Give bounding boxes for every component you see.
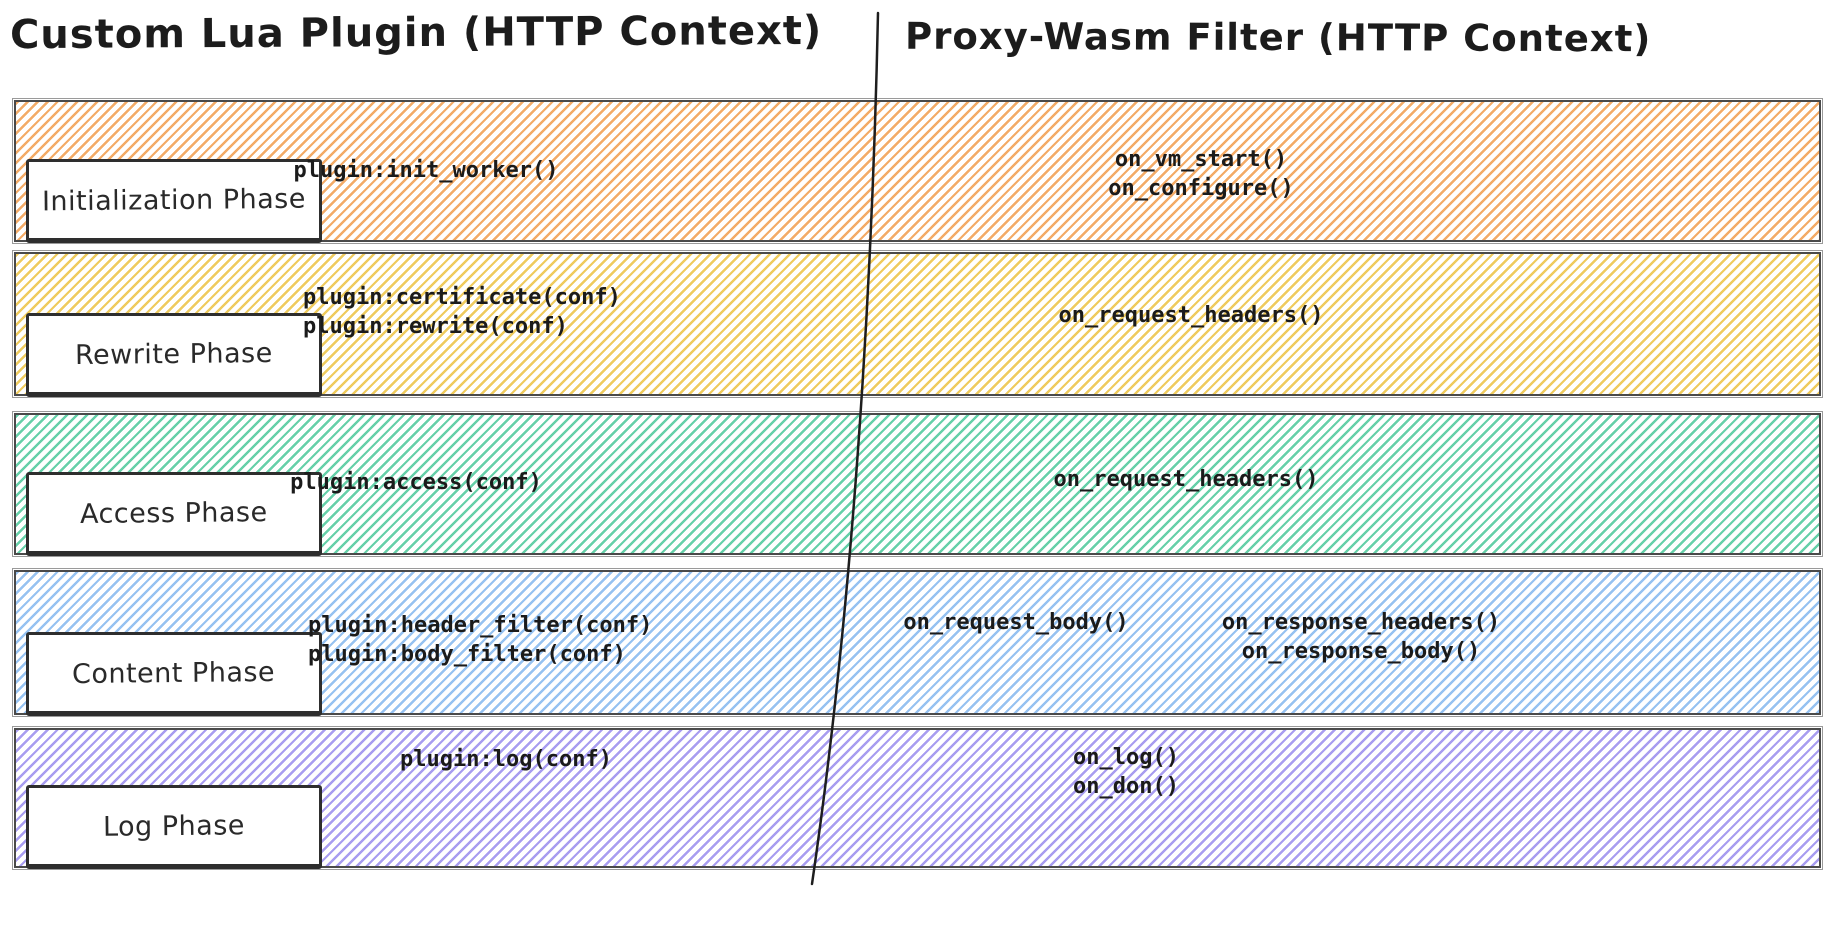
phase-band-rewrite: Rewrite Phase plugin:certificate(conf) p…	[12, 250, 1823, 398]
phase-label: Access Phase	[80, 496, 268, 530]
phase-label-box: Content Phase	[26, 632, 322, 716]
lua-callbacks: plugin:access(conf)	[290, 468, 542, 497]
code-line: on_request_headers()	[1058, 303, 1324, 328]
wasm-callbacks: on_request_headers()	[1059, 301, 1324, 330]
code-line: on_vm_start()	[1114, 147, 1288, 172]
lua-callbacks: plugin:header_filter(conf) plugin:body_f…	[308, 611, 652, 669]
wasm-callbacks: on_request_body()	[903, 608, 1128, 637]
left-column-title: Custom Lua Plugin (HTTP Context)	[9, 7, 823, 59]
phase-band-content: Content Phase plugin:header_filter(conf)…	[12, 568, 1823, 717]
wasm-callbacks-response: on_response_headers() on_response_body()	[1222, 608, 1500, 666]
code-line: on_response_headers()	[1221, 610, 1501, 635]
lua-callbacks: plugin:init_worker()	[294, 156, 559, 185]
code-line: plugin:init_worker()	[293, 158, 559, 183]
phase-label-box: Rewrite Phase	[26, 313, 322, 397]
code-line: on_request_headers()	[1053, 467, 1319, 492]
phase-label-box: Initialization Phase	[26, 159, 322, 243]
code-line: on_configure()	[1108, 176, 1294, 201]
wasm-callbacks: on_request_headers()	[1054, 465, 1319, 494]
phase-band-access: Access Phase plugin:access(conf) on_requ…	[12, 411, 1823, 557]
code-line: plugin:certificate(conf)	[303, 285, 621, 310]
code-line: on_don()	[1073, 774, 1179, 799]
phase-label: Content Phase	[72, 656, 276, 690]
lua-callbacks: plugin:certificate(conf) plugin:rewrite(…	[303, 283, 621, 341]
wasm-callbacks: on_vm_start() on_configure()	[1108, 145, 1293, 203]
code-line: on_log()	[1073, 745, 1179, 770]
code-line: plugin:body_filter(conf)	[308, 642, 626, 667]
code-line: plugin:rewrite(conf)	[303, 314, 568, 339]
lua-callbacks: plugin:log(conf)	[400, 745, 612, 774]
code-line: on_request_body()	[903, 610, 1129, 635]
phase-band-initialization: Initialization Phase plugin:init_worker(…	[12, 98, 1823, 244]
right-column-title: Proxy-Wasm Filter (HTTP Context)	[904, 14, 1652, 61]
phase-label: Log Phase	[102, 809, 246, 843]
phase-label-box: Log Phase	[26, 785, 322, 869]
phase-label: Initialization Phase	[41, 183, 307, 217]
code-line: on_response_body()	[1241, 639, 1481, 664]
code-line: plugin:log(conf)	[400, 747, 612, 772]
code-line: plugin:header_filter(conf)	[308, 613, 653, 638]
phase-label-box: Access Phase	[26, 472, 322, 556]
phase-label: Rewrite Phase	[74, 337, 274, 371]
wasm-callbacks: on_log() on_don()	[1073, 743, 1179, 801]
code-line: plugin:access(conf)	[290, 470, 542, 495]
phase-band-log: Log Phase plugin:log(conf) on_log() on_d…	[12, 726, 1823, 870]
